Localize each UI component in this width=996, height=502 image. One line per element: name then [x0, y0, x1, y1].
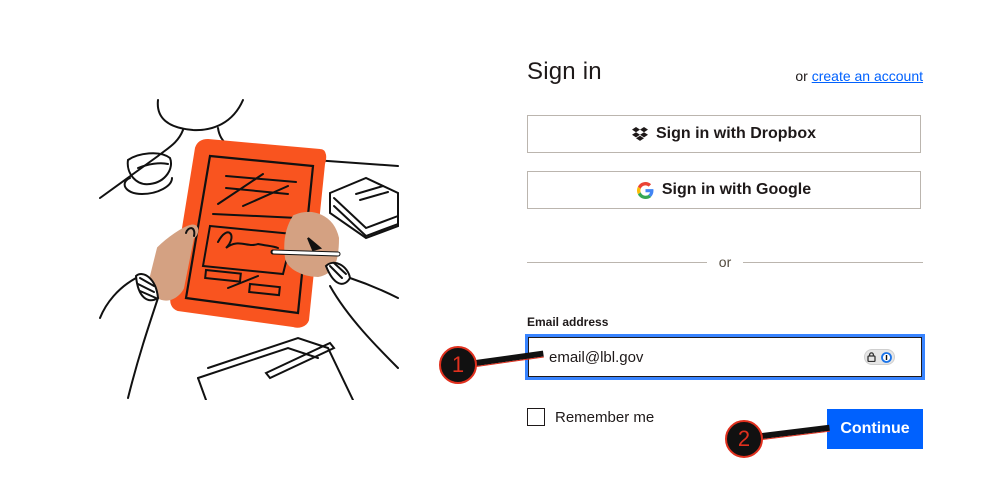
dropbox-icon: [632, 127, 648, 141]
continue-button[interactable]: Continue: [827, 409, 923, 449]
sign-in-google-label: Sign in with Google: [661, 181, 812, 198]
sign-in-dropbox-button[interactable]: Sign in with Dropbox: [527, 115, 921, 153]
email-field[interactable]: [525, 334, 925, 380]
sign-in-google-button[interactable]: Sign in with Google: [527, 171, 921, 209]
divider-line: [527, 261, 707, 263]
callout-badge-1: 1: [439, 346, 477, 384]
sign-in-dropbox-label: Sign in with Dropbox: [656, 125, 816, 142]
1password-icon[interactable]: [864, 349, 895, 365]
create-account-prompt: or create an account: [795, 68, 923, 84]
remember-me-checkbox[interactable]: [527, 408, 545, 426]
callout-badge-2: 2: [725, 420, 763, 458]
email-label: Email address: [527, 315, 609, 329]
or-divider: or: [527, 254, 924, 270]
divider-line: [743, 261, 924, 263]
remember-me-label: Remember me: [555, 408, 655, 426]
signing-document-illustration: [99, 99, 399, 400]
create-account-prefix: or: [795, 68, 808, 84]
divider-label: or: [718, 254, 732, 270]
callout-arrow-2: [761, 424, 830, 439]
remember-me[interactable]: Remember me: [527, 408, 654, 426]
google-icon: [636, 181, 654, 199]
page-title: Sign in: [527, 58, 602, 85]
email-input[interactable]: [529, 347, 851, 367]
create-account-link[interactable]: create an account: [811, 68, 923, 84]
